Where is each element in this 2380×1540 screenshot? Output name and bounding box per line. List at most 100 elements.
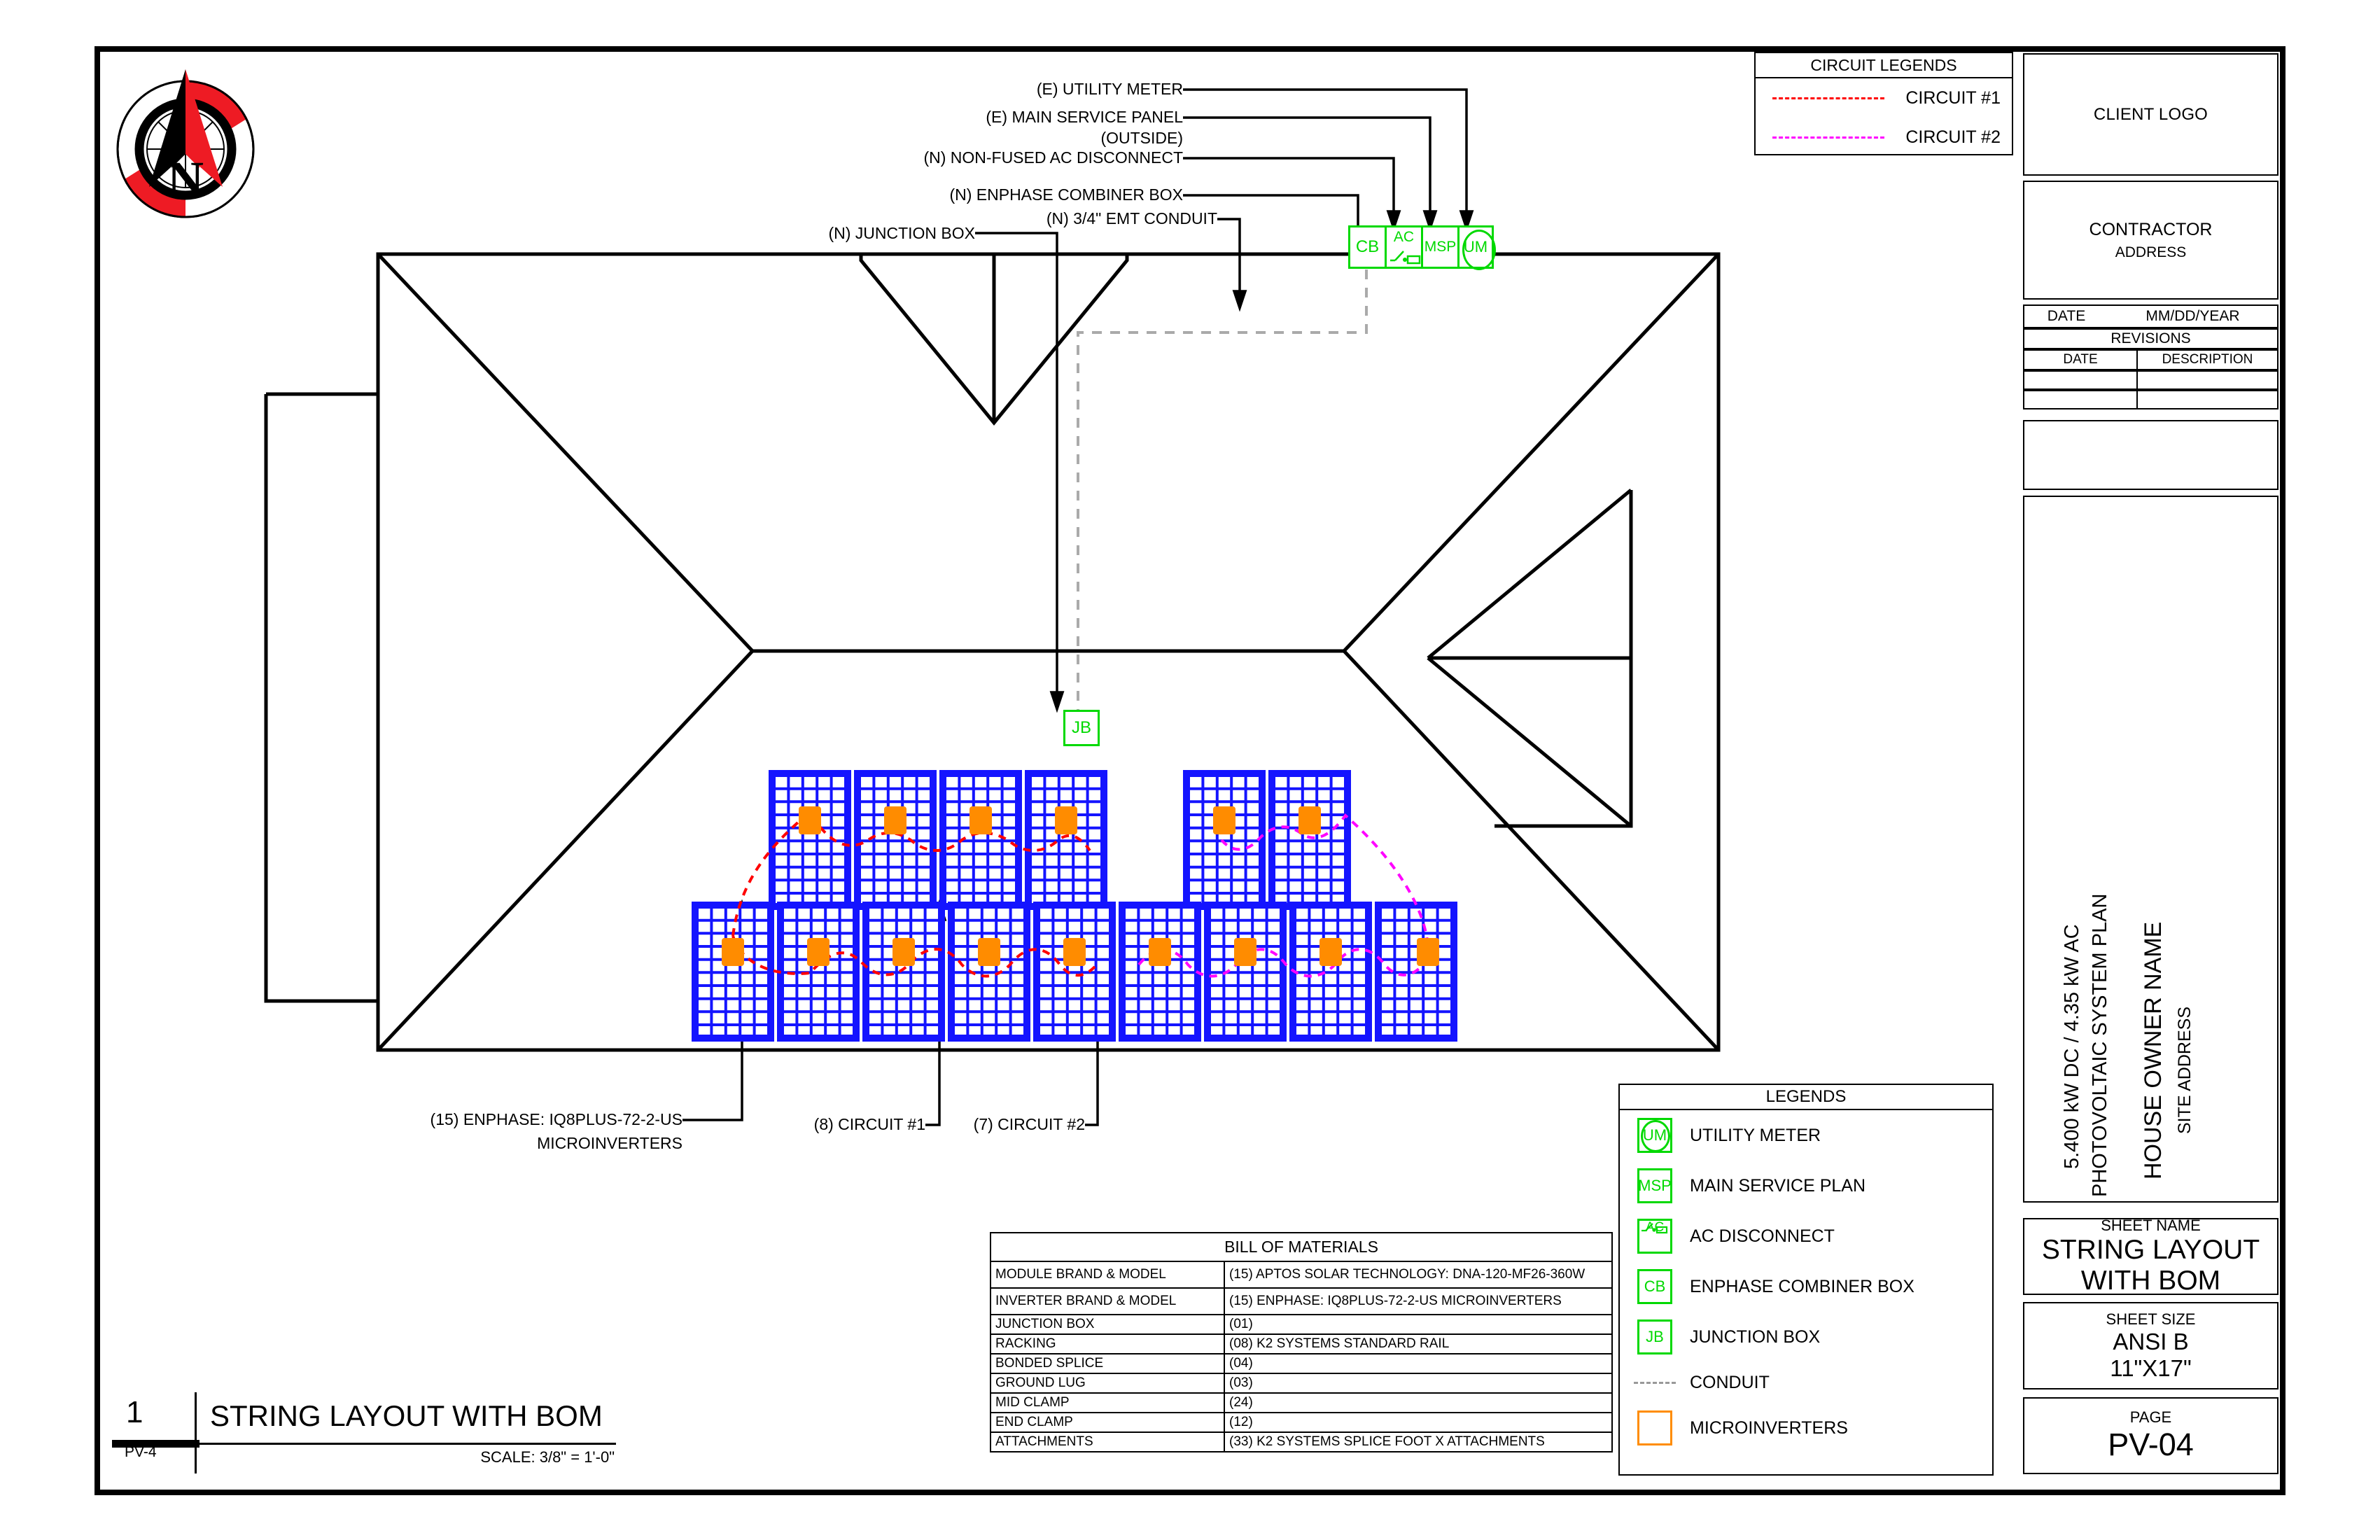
sheet-name-line1: STRING LAYOUT bbox=[2041, 1235, 2260, 1265]
revisions-header-row: DATE DESCRIPTION bbox=[2023, 349, 2278, 370]
detail-number: 1 bbox=[126, 1395, 144, 1429]
title-block-sheet-name: SHEET NAME STRING LAYOUT WITH BOM bbox=[2023, 1217, 2278, 1296]
page-value: PV-04 bbox=[2108, 1427, 2194, 1462]
revisions-title: REVISIONS bbox=[2023, 328, 2278, 349]
revision-date bbox=[2024, 372, 2138, 388]
north-arrow-icon: N bbox=[116, 69, 255, 218]
utility-meter-circle-icon bbox=[1641, 1120, 1670, 1152]
bom-value: (15) APTOS SOLAR TECHNOLOGY: DNA-120-MF2… bbox=[1224, 1261, 1613, 1289]
bom-value: (03) bbox=[1224, 1373, 1613, 1394]
legend-item-junction-box: JB JUNCTION BOX bbox=[1620, 1312, 1992, 1362]
bom-value: (33) K2 SYSTEMS SPLICE FOOT X ATTACHMENT… bbox=[1224, 1432, 1613, 1452]
array-bottom-group bbox=[690, 900, 1459, 1043]
bom-item: BONDED SPLICE bbox=[990, 1353, 1225, 1374]
revisions-title-text: REVISIONS bbox=[2110, 330, 2191, 346]
legends-title: LEGENDS bbox=[1620, 1085, 1992, 1110]
sheet-border-outer bbox=[94, 46, 2286, 1495]
circuit-1-line-swatch bbox=[1772, 97, 1884, 99]
svg-text:N: N bbox=[167, 151, 204, 207]
equipment-main-service-panel[interactable]: MSP bbox=[1421, 225, 1457, 269]
detail-divider bbox=[195, 1392, 197, 1474]
title-block-project-panel: 5.400 kW DC / 4.35 kW AC PHOTOVOLTAIC SY… bbox=[2023, 496, 2278, 1203]
annotation-main-service-panel-outside: (OUTSIDE) bbox=[1100, 129, 1183, 147]
array-top-right-group bbox=[1182, 769, 1352, 911]
legend-item-main-service-plan: MSP MAIN SERVICE PLAN bbox=[1620, 1161, 1992, 1211]
bom-item: MODULE BRAND & MODEL bbox=[990, 1261, 1225, 1289]
circuit-2-label: CIRCUIT #2 bbox=[1905, 127, 2001, 147]
bom-item: JUNCTION BOX bbox=[990, 1314, 1225, 1335]
title-block-sheet-size: SHEET SIZE ANSI B 11"X17" bbox=[2023, 1302, 2278, 1390]
table-row: MID CLAMP (24) bbox=[990, 1392, 1613, 1413]
table-row: GROUND LUG (03) bbox=[990, 1373, 1613, 1394]
contractor-name: CONTRACTOR bbox=[2089, 219, 2213, 239]
revisions-col-date: DATE bbox=[2024, 351, 2138, 369]
annotation-circuit-1: (8) CIRCUIT #1 bbox=[813, 1115, 925, 1133]
junction-box-symbol: JB bbox=[1620, 1320, 1690, 1354]
page-label: PAGE bbox=[2129, 1408, 2172, 1426]
sheet-name-line2: WITH BOM bbox=[2080, 1266, 2221, 1296]
bom-title-row: BILL OF MATERIALS bbox=[990, 1232, 1613, 1262]
equipment-combiner-box[interactable]: CB bbox=[1348, 225, 1385, 269]
bom-item: MID CLAMP bbox=[990, 1392, 1225, 1413]
sheet-size-line1: ANSI B bbox=[2113, 1328, 2189, 1354]
microinverter-symbol bbox=[1620, 1410, 1690, 1446]
date-value: MM/DD/YEAR bbox=[2146, 308, 2240, 324]
client-logo-text: CLIENT LOGO bbox=[2093, 104, 2208, 124]
legend-item-utility-meter: UM UTILITY METER bbox=[1620, 1110, 1992, 1161]
microinverter-markers bbox=[722, 806, 1439, 966]
annotation-circuit-2: (7) CIRCUIT #2 bbox=[973, 1115, 1085, 1133]
ac-disconnect-symbol: AC bbox=[1620, 1219, 1690, 1254]
revisions-row bbox=[2023, 390, 2278, 410]
circuit-2-wiring bbox=[1138, 813, 1430, 978]
title-block-client-logo: CLIENT LOGO bbox=[2023, 53, 2278, 176]
bom-value: (12) bbox=[1224, 1412, 1613, 1433]
legend-label: ENPHASE COMBINER BOX bbox=[1690, 1276, 1914, 1296]
main-service-plan-symbol: MSP bbox=[1620, 1168, 1690, 1203]
bom-value: (15) ENPHASE: IQ8PLUS-72-2-US MICROINVER… bbox=[1224, 1287, 1613, 1315]
revision-date bbox=[2024, 391, 2138, 408]
title-block-blank-panel bbox=[2023, 420, 2278, 490]
detail-name: STRING LAYOUT WITH BOM bbox=[210, 1399, 603, 1432]
annotation-utility-meter: (E) UTILITY METER bbox=[1036, 80, 1183, 98]
legend-label: MAIN SERVICE PLAN bbox=[1690, 1175, 1866, 1196]
sheet-name-label: SHEET NAME bbox=[2101, 1217, 2201, 1234]
legend-label: AC DISCONNECT bbox=[1690, 1226, 1835, 1246]
equipment-ac-disconnect[interactable]: AC bbox=[1385, 225, 1421, 269]
title-block-date-row: DATE MM/DD/YEAR bbox=[2023, 304, 2278, 328]
legend-label: MICROINVERTERS bbox=[1690, 1418, 1848, 1438]
legend-label: JUNCTION BOX bbox=[1690, 1326, 1821, 1347]
detail-scale: SCALE: 3/8" = 1'-0" bbox=[480, 1448, 615, 1466]
bom-value: (24) bbox=[1224, 1392, 1613, 1413]
table-row: JUNCTION BOX (01) bbox=[990, 1314, 1613, 1335]
revisions-row bbox=[2023, 370, 2278, 390]
title-block-contractor: CONTRACTOR ADDRESS bbox=[2023, 181, 2278, 300]
bill-of-materials-panel: BILL OF MATERIALS MODULE BRAND & MODEL (… bbox=[990, 1232, 1613, 1452]
bom-item: ATTACHMENTS bbox=[990, 1432, 1225, 1452]
bom-item: INVERTER BRAND & MODEL bbox=[990, 1287, 1225, 1315]
equipment-utility-meter[interactable]: UM bbox=[1457, 225, 1496, 270]
date-label: DATE bbox=[2047, 308, 2086, 324]
annotation-junction-box: (N) JUNCTION BOX bbox=[828, 224, 975, 242]
detail-title-block: 1 PV-4 STRING LAYOUT WITH BOM SCALE: 3/8… bbox=[112, 1390, 616, 1474]
table-row: BONDED SPLICE (04) bbox=[990, 1353, 1613, 1374]
annotation-leaders bbox=[975, 88, 1474, 713]
annotation-main-service-panel: (E) MAIN SERVICE PANEL bbox=[986, 108, 1183, 126]
bom-item: END CLAMP bbox=[990, 1412, 1225, 1433]
bom-item: GROUND LUG bbox=[990, 1373, 1225, 1394]
legends-panel: LEGENDS UM UTILITY METER MSP MAIN SERVIC… bbox=[1618, 1084, 1994, 1476]
utility-meter-symbol: UM bbox=[1620, 1118, 1690, 1153]
detail-sheet-ref: PV-4 bbox=[125, 1444, 157, 1460]
utility-meter-circle-icon bbox=[1462, 230, 1496, 270]
bom-item: RACKING bbox=[990, 1334, 1225, 1354]
circuit-1-label: CIRCUIT #1 bbox=[1905, 88, 2001, 108]
roof-junction-box[interactable]: JB bbox=[1063, 710, 1100, 746]
array-top-left-group bbox=[767, 769, 1109, 911]
circuit-legends-panel: CIRCUIT LEGENDS CIRCUIT #1 CIRCUIT #2 bbox=[1754, 52, 2013, 155]
bom-value: (01) bbox=[1224, 1314, 1613, 1335]
title-block-page: PAGE PV-04 bbox=[2023, 1397, 2278, 1474]
contractor-address: ADDRESS bbox=[2115, 244, 2187, 260]
bom-table: BILL OF MATERIALS MODULE BRAND & MODEL (… bbox=[990, 1232, 1613, 1452]
sheet-border-inner bbox=[99, 50, 2281, 1491]
